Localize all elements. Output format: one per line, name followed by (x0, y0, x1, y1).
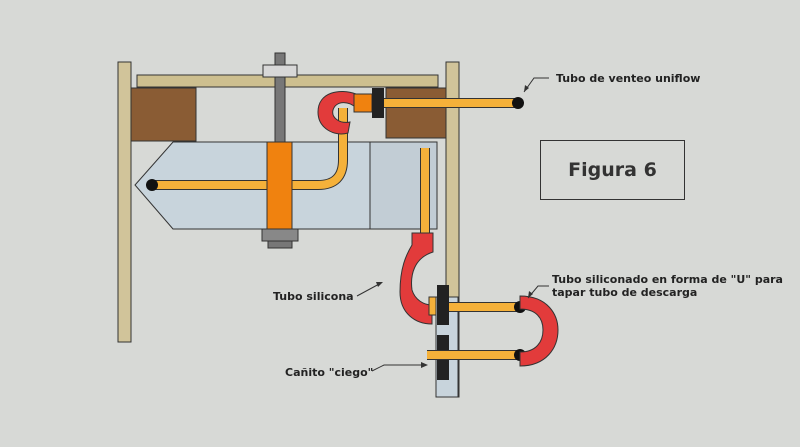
arrow-vent (523, 77, 549, 93)
left-board (117, 61, 132, 343)
rod-nut-top (262, 64, 298, 78)
label-silicone-tube: Tubo silicona (273, 290, 354, 303)
top-vent-coupler (353, 93, 373, 113)
u-silicone-cap (519, 295, 559, 367)
arrow-vent-head (524, 85, 529, 92)
label-vent-tube: Tubo de venteo uniflow (556, 72, 701, 85)
flange-nut-1 (437, 285, 449, 325)
rod-nut-bottom (261, 228, 299, 242)
inner-tube-fill (152, 108, 347, 189)
label-u-tube-line2: tapar tubo de descarga (552, 286, 698, 299)
label-blind-tube: Cañito "ciego" (285, 366, 374, 379)
label-u-tube-line1: Tubo siliconado en forma de "U" para (552, 273, 783, 286)
arrow-blind-head (421, 362, 428, 368)
vent-tube-end (512, 97, 524, 109)
silicone-hook (399, 232, 434, 325)
wood-block-right (385, 87, 447, 139)
arrow-silicone-head (376, 282, 383, 287)
rod-nut-bottom-2 (267, 240, 293, 249)
arrow-u-head (528, 291, 533, 298)
arrow-blind (371, 364, 424, 372)
inner-tube-end (146, 179, 158, 191)
arrow-silicone (356, 282, 382, 297)
top-vent-nut (372, 88, 384, 118)
figure-label: Figura 6 (568, 159, 657, 181)
wood-block-left (130, 87, 197, 142)
figure-label-box: Figura 6 (540, 140, 685, 200)
center-plug (266, 141, 293, 230)
arrow-u (527, 285, 549, 299)
top-silicone-elbow (317, 90, 357, 135)
